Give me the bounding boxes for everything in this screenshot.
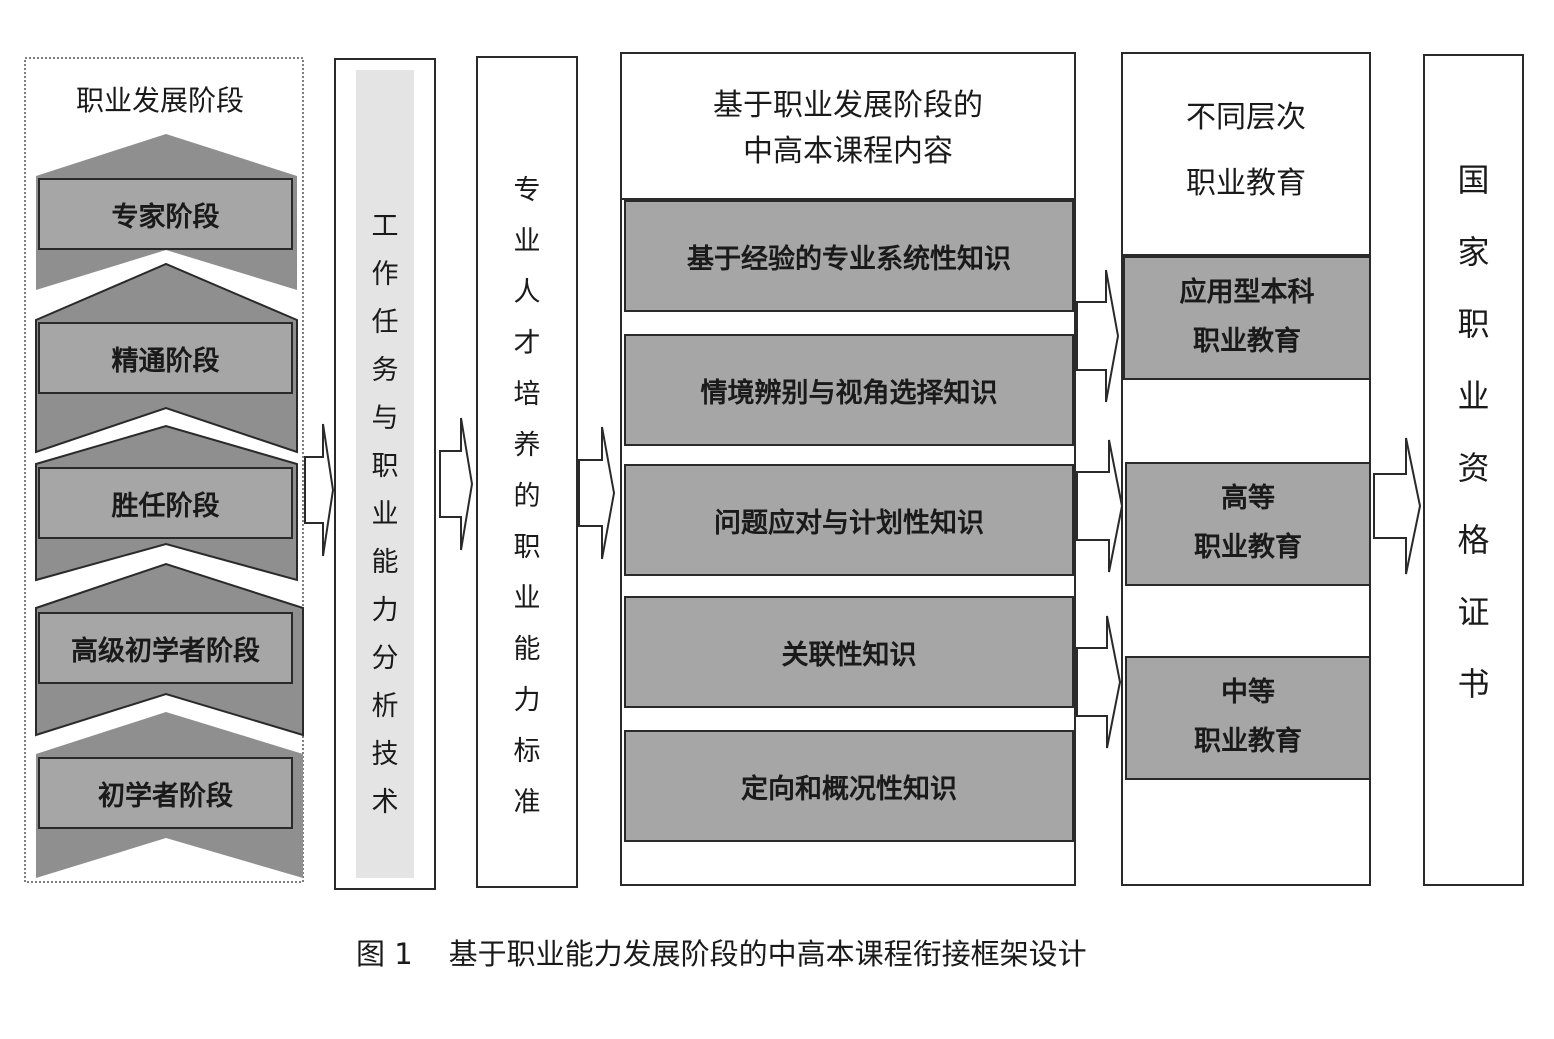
levels-title-line1: 不同层次 — [1186, 100, 1306, 135]
standard-label: 专业人才培养的职业能力标准 — [478, 148, 576, 868]
stage-advanced-beginner: 高级初学者阶段 — [38, 612, 293, 684]
vertical-char: 能 — [513, 633, 541, 665]
analysis-box: 工作任务与职业能力分析技术 — [334, 58, 436, 890]
analysis-inner-panel — [356, 70, 414, 878]
vertical-char: 业 — [371, 499, 399, 530]
vertical-char: 业 — [513, 582, 541, 614]
level-2-line1: 高等 — [1221, 483, 1275, 515]
vertical-char: 人 — [513, 276, 541, 308]
vertical-char: 准 — [513, 786, 541, 818]
level-higher-vocational: 高等 职业教育 — [1125, 462, 1371, 586]
vertical-char: 作 — [371, 259, 399, 290]
standard-box: 专业人才培养的职业能力标准 — [476, 56, 578, 888]
certificate-label: 国家职业资格证书 — [1425, 164, 1522, 732]
vertical-char: 专 — [513, 174, 541, 206]
vertical-char: 业 — [513, 225, 541, 257]
level-1-line1: 应用型本科 — [1179, 277, 1315, 309]
vertical-char: 技 — [371, 739, 399, 770]
vertical-char: 力 — [371, 595, 399, 626]
level-1-line2: 职业教育 — [1193, 326, 1301, 357]
caption-number: 图 1 — [356, 937, 413, 971]
vertical-char: 务 — [371, 355, 399, 386]
vertical-char: 分 — [371, 643, 399, 674]
certificate-box: 国家职业资格证书 — [1423, 54, 1524, 886]
level-secondary-vocational: 中等 职业教育 — [1125, 656, 1371, 780]
vertical-char: 任 — [371, 307, 399, 338]
vertical-char: 与 — [371, 403, 399, 434]
level-3-line2: 职业教育 — [1194, 726, 1302, 757]
curriculum-title-line2: 中高本课程内容 — [743, 134, 953, 169]
level-2-line2: 职业教育 — [1194, 532, 1302, 563]
vertical-char: 职 — [513, 531, 541, 563]
arrow-3 — [578, 426, 616, 560]
vertical-char: 力 — [513, 684, 541, 716]
caption-text: 基于职业能力发展阶段的中高本课程衔接框架设计 — [448, 937, 1087, 971]
vertical-char: 能 — [371, 547, 399, 578]
stage-novice: 初学者阶段 — [38, 757, 293, 829]
knowledge-item-4: 关联性知识 — [624, 596, 1074, 708]
vertical-char: 职 — [371, 451, 399, 482]
figure-caption: 图 1 基于职业能力发展阶段的中高本课程衔接框架设计 — [356, 930, 1356, 974]
arrow-2 — [439, 417, 474, 551]
vertical-char: 国 — [1457, 161, 1490, 199]
vertical-char: 资 — [1457, 449, 1490, 487]
vertical-char: 工 — [371, 211, 399, 242]
stage-proficient: 精通阶段 — [38, 322, 293, 394]
level-3-line1: 中等 — [1221, 677, 1275, 709]
vertical-char: 业 — [1457, 377, 1490, 415]
knowledge-item-2: 情境辨别与视角选择知识 — [624, 334, 1074, 446]
stage-expert: 专家阶段 — [38, 178, 293, 250]
arrow-5 — [1076, 439, 1124, 573]
stages-frame — [24, 57, 304, 883]
knowledge-item-1: 基于经验的专业系统性知识 — [624, 200, 1074, 312]
vertical-char: 书 — [1457, 665, 1490, 703]
arrow-6 — [1076, 615, 1122, 749]
curriculum-box: 基于职业发展阶段的 中高本课程内容 基于经验的专业系统性知识 情境辨别与视角选择… — [620, 52, 1076, 886]
knowledge-item-5: 定向和概况性知识 — [624, 730, 1074, 842]
stages-title: 职业发展阶段 — [75, 84, 244, 117]
levels-box: 不同层次 职业教育 应用型本科 职业教育 高等 职业教育 中等 职业教育 — [1121, 52, 1371, 886]
vertical-char: 析 — [371, 691, 399, 722]
analysis-label: 工作任务与职业能力分析技术 — [336, 180, 434, 870]
vertical-char: 证 — [1457, 593, 1490, 631]
vertical-char: 格 — [1457, 521, 1490, 559]
arrow-4 — [1076, 269, 1120, 403]
vertical-char: 职 — [1457, 305, 1490, 343]
stage-competent: 胜任阶段 — [38, 467, 293, 539]
knowledge-item-3: 问题应对与计划性知识 — [624, 464, 1074, 576]
level-applied-undergraduate: 应用型本科 职业教育 — [1123, 256, 1371, 380]
vertical-char: 才 — [513, 327, 541, 359]
vertical-char: 标 — [513, 735, 541, 767]
vertical-char: 养 — [513, 429, 541, 461]
vertical-char: 的 — [513, 480, 541, 512]
curriculum-divider — [622, 198, 1074, 200]
levels-title-line2: 职业教育 — [1186, 166, 1306, 201]
arrow-7 — [1373, 437, 1422, 575]
vertical-char: 家 — [1457, 233, 1490, 271]
arrow-1 — [304, 423, 335, 557]
vertical-char: 术 — [371, 787, 399, 818]
levels-divider — [1123, 254, 1369, 256]
vertical-char: 培 — [513, 378, 541, 410]
curriculum-title-line1: 基于职业发展阶段的 — [713, 88, 983, 123]
